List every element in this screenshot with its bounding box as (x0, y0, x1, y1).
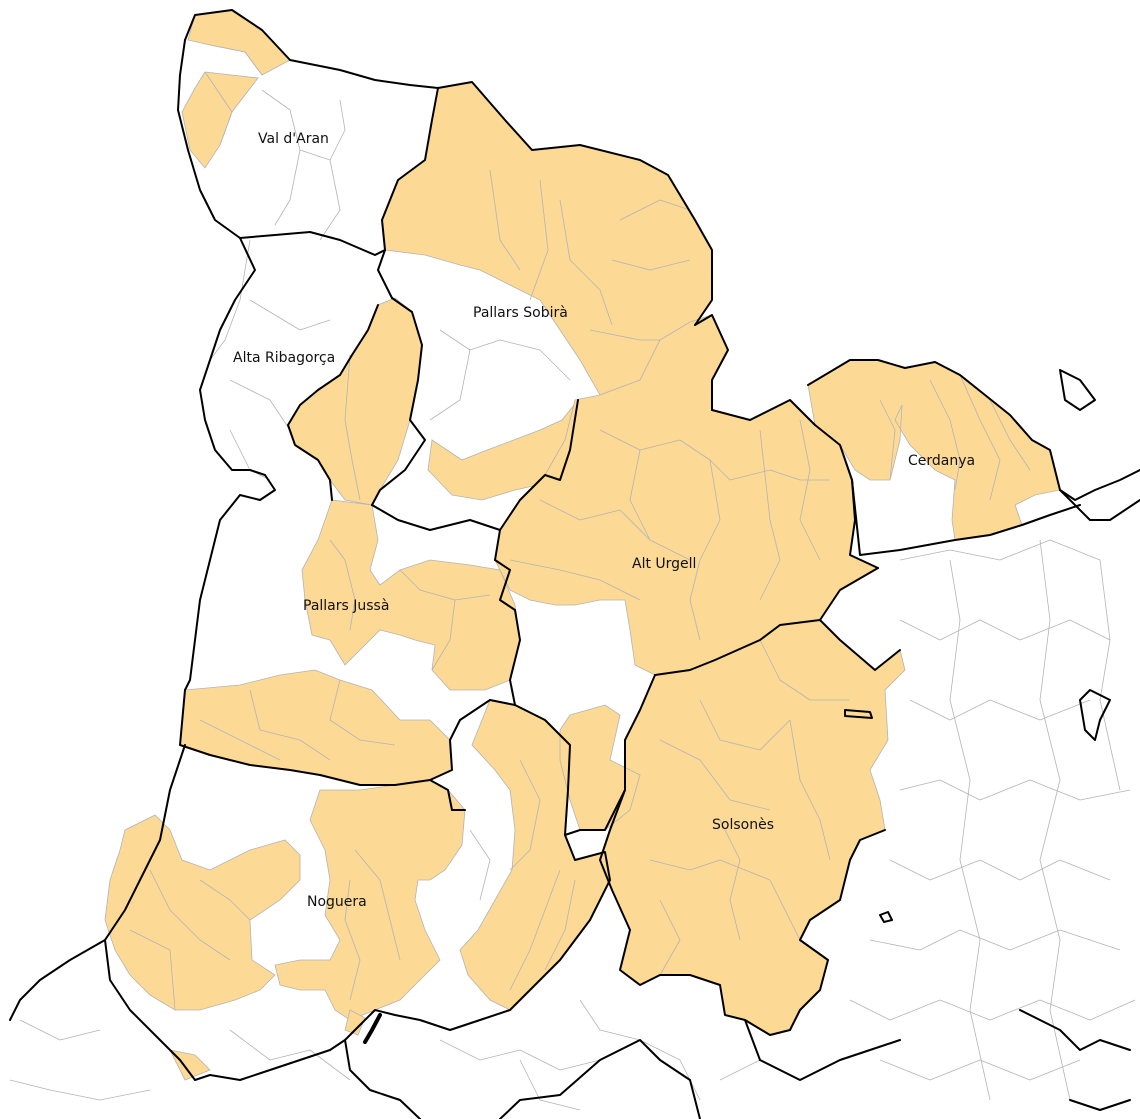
noguera-highlight-south-patch (169, 1049, 211, 1081)
noguera-highlight-south-dot (344, 1009, 366, 1036)
comarca-boundaries (9, 9, 1140, 1119)
municipal-boundaries (9, 44, 1136, 1111)
val-d-aran-highlight-west (181, 71, 259, 169)
highlighted-areas (104, 9, 1061, 1081)
label-alta-ribagorca: Alta Ribagorça (233, 350, 335, 366)
river-segment (363, 1013, 382, 1044)
noguera-highlight-center (274, 779, 466, 1021)
label-pallars-sobira: Pallars Sobirà (473, 305, 568, 321)
label-noguera: Noguera (307, 894, 367, 910)
region-labels: Val d'Aran Pallars Sobirà Alta Ribagorça… (233, 131, 975, 910)
label-val-d-aran: Val d'Aran (258, 131, 329, 147)
label-solsones: Solsonès (712, 817, 774, 833)
label-pallars-jussa: Pallars Jussà (303, 598, 389, 614)
noguera-highlight-west (104, 814, 301, 1011)
label-alt-urgell: Alt Urgell (632, 556, 696, 572)
pallars-jussa-highlight-middle (301, 499, 521, 691)
label-cerdanya: Cerdanya (908, 453, 975, 469)
